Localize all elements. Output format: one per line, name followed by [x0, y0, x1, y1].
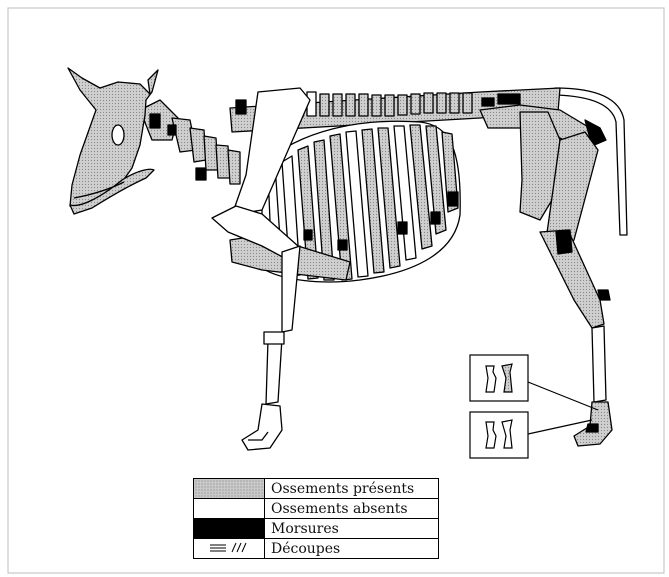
absent-swatch: [194, 499, 265, 519]
legend-label-bites: Morsures: [265, 519, 439, 539]
skull-eye-socket: [112, 125, 124, 145]
bite-swatch: [194, 519, 265, 539]
legend-row-present: Ossements présents: [194, 479, 439, 499]
phalanx-box-lower: [470, 412, 528, 458]
legend-label-absent: Ossements absents: [265, 499, 439, 519]
metatarsal: [592, 326, 606, 402]
metacarpal: [266, 338, 282, 404]
legend-label-present: Ossements présents: [265, 479, 439, 499]
hock: [540, 230, 604, 328]
legend-row-absent: Ossements absents: [194, 499, 439, 519]
legend-label-cuts: Découpes: [265, 539, 439, 559]
radius-ulna: [282, 246, 300, 332]
legend: Ossements présents Ossements absents Mor…: [193, 478, 439, 559]
present-swatch: [194, 479, 265, 499]
legend-row-cuts: Découpes: [194, 539, 439, 559]
cut-marks-icon: [194, 539, 265, 559]
phalanx-box-upper: [470, 355, 528, 401]
front-hoof: [242, 404, 282, 450]
legend-row-bites: Morsures: [194, 519, 439, 539]
cervical-vertebrae: [140, 100, 240, 184]
